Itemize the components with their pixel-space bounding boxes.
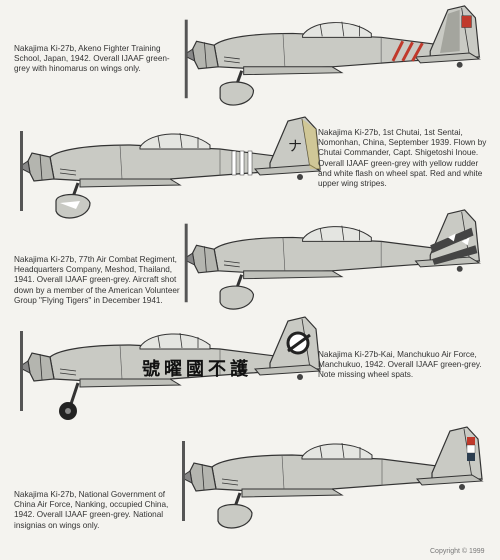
copyright-note: Copyright © 1999 <box>430 548 485 555</box>
aircraft-profile-5 <box>181 426 483 530</box>
aircraft-profile-2: ナ <box>19 116 321 220</box>
profile-1-caption: Nakajima Ki-27b, Akeno Fighter Training … <box>14 44 170 74</box>
profile-2-caption: Nakajima Ki-27b, 1st Chutai, 1st Sentai,… <box>318 128 487 189</box>
aircraft-profile-3 <box>184 209 480 311</box>
profile-4-caption: Nakajima Ki-27b-Kai, Manchukuo Air Force… <box>318 350 482 380</box>
tail-marking: ナ <box>288 139 302 155</box>
aircraft-profile-1 <box>184 5 480 107</box>
aircraft-profile-4: 號曜國不護 <box>19 316 321 422</box>
profile-5-caption: Nakajima Ki-27b, National Government of … <box>14 490 169 530</box>
profile-3-caption: Nakajima Ki-27b, 77th Air Combat Regimen… <box>14 255 180 305</box>
fuselage-characters: 號曜國不護 <box>142 358 252 380</box>
